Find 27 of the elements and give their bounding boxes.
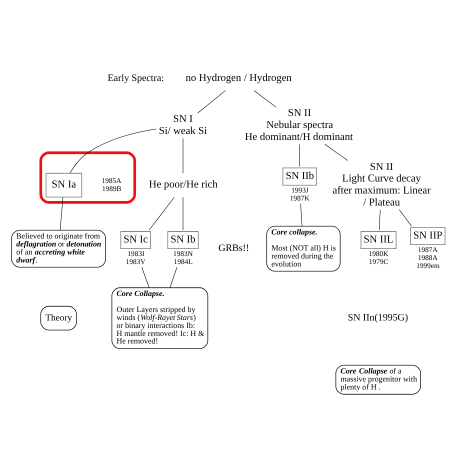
node-text: SN I Si/ weak Si — [158, 114, 207, 138]
connector — [398, 209, 412, 226]
connector — [59, 196, 63, 230]
connector — [300, 204, 302, 226]
node-text: no Hydrogen / Hydrogen — [185, 73, 292, 84]
cluster — [38, 151, 136, 204]
connector — [324, 144, 348, 161]
node-box: SN IIb — [282, 168, 316, 186]
node-text: SN II Light Curve decay after maximum: Linear / Plateau — [332, 162, 430, 209]
node-box: SN IIP — [410, 227, 445, 246]
node-box: SN Ia — [45, 172, 82, 198]
connector — [196, 90, 226, 114]
connector — [141, 267, 149, 288]
node-box: SN IIL — [360, 231, 396, 250]
node-box: SN Ic — [120, 231, 150, 250]
node-box: SN Ib — [166, 231, 198, 250]
label: GRBs!! — [218, 243, 249, 254]
node-text: He poor/He rich — [148, 180, 218, 191]
connector — [169, 267, 177, 288]
node-box: Theory — [40, 306, 76, 330]
node-text: SN II Nebular spectra He dominant/H dominant — [244, 108, 353, 144]
label: SN IIn(1995G) — [347, 312, 408, 324]
label: Early Spectra: — [107, 72, 164, 84]
connector — [69, 128, 156, 174]
connector — [148, 196, 174, 230]
connector — [378, 209, 380, 230]
connector — [253, 90, 276, 108]
